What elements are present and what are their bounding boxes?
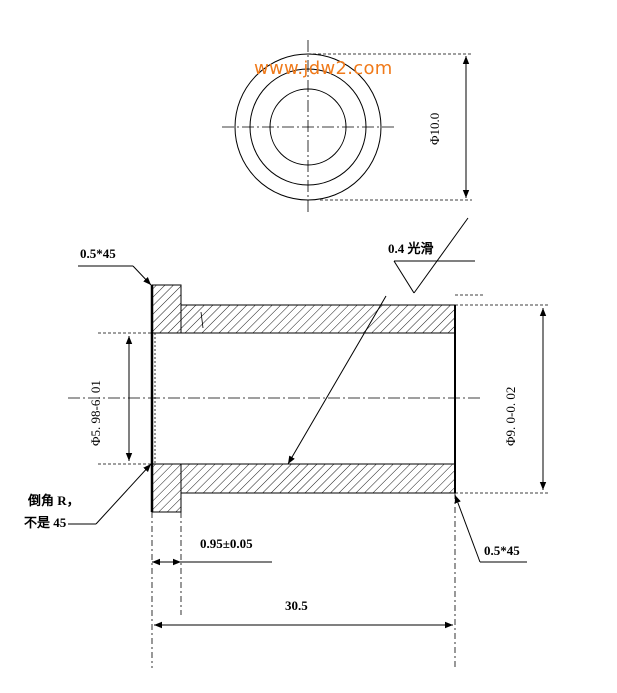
chamfer-top-left-label: 0.5*45 — [80, 246, 116, 261]
surface-finish-symbol — [287, 217, 475, 465]
flange-bottom — [151, 463, 182, 513]
fillet-note-line2: 不是 45 — [24, 515, 67, 530]
end-view — [222, 40, 472, 214]
body-diameter-dim — [455, 304, 550, 494]
flange-top — [151, 284, 182, 334]
total-length-label: 30.5 — [285, 598, 308, 613]
watermark-text: www.jdw2.com — [254, 58, 393, 79]
body-wall-top — [180, 304, 456, 334]
body-diameter-label: Φ9. 0-0. 02 — [503, 386, 518, 446]
outer-diameter-label: Φ10.0 — [427, 112, 442, 145]
fillet-note-line1: 倒角 R， — [28, 493, 80, 508]
inner-diameter-label: Φ5. 98-6. 01 — [88, 380, 103, 446]
inner-diameter-dim — [98, 332, 152, 465]
flange-thickness-label: 0.95±0.05 — [200, 536, 253, 551]
body-wall-bottom — [180, 463, 456, 494]
chamfer-bottom-right-label: 0.5*45 — [484, 543, 520, 558]
chamfer-leaders — [68, 265, 527, 563]
surface-finish-label: 0.4 光滑 — [388, 241, 434, 256]
flange-thickness-dim — [151, 493, 456, 668]
section-view — [68, 284, 485, 513]
